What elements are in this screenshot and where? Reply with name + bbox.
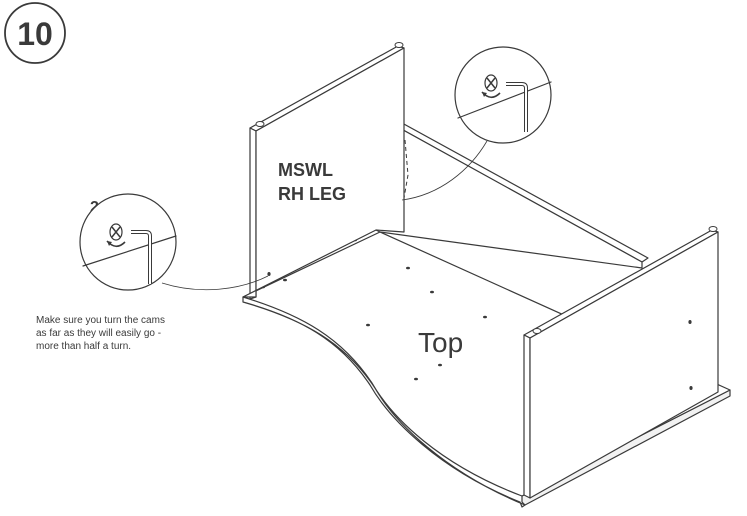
callout-surface-line bbox=[82, 235, 177, 267]
callout-circle bbox=[454, 46, 552, 144]
dowel-peg bbox=[532, 328, 542, 334]
rotate-arrow-icon bbox=[106, 240, 126, 248]
cam-detail-callout-top bbox=[401, 46, 552, 201]
part-name-label: MSWL bbox=[278, 160, 333, 180]
alignment-guide bbox=[403, 139, 409, 199]
callout-leader bbox=[161, 275, 269, 291]
cam-lock-icon bbox=[109, 223, 123, 241]
right-leg-face bbox=[529, 231, 719, 499]
cam-hole bbox=[689, 386, 693, 390]
right-leg-front-edge bbox=[523, 334, 531, 499]
allen-key-icon bbox=[506, 82, 528, 132]
cam-lock-icon bbox=[484, 74, 498, 92]
cam-hole bbox=[267, 272, 271, 276]
dowel-peg bbox=[255, 121, 265, 127]
note-line-1: Make sure you turn the cams bbox=[36, 315, 165, 326]
callout-leader bbox=[401, 140, 488, 201]
note-line-2: as far as they will easily go - bbox=[36, 328, 161, 339]
dowel-peg bbox=[708, 226, 718, 232]
left-leg-front-edge bbox=[249, 127, 257, 300]
rotate-arrow-icon bbox=[481, 91, 501, 99]
part-sub-label: RH LEG bbox=[278, 184, 346, 204]
top-label: Top bbox=[418, 327, 463, 358]
step-circle bbox=[4, 2, 66, 64]
dowel-peg bbox=[394, 42, 404, 48]
right-leg-panel bbox=[523, 226, 719, 499]
callout-surface-line bbox=[457, 81, 552, 119]
cam-hole bbox=[688, 320, 692, 324]
step-number: 10 bbox=[17, 16, 53, 52]
allen-key-icon bbox=[131, 230, 152, 284]
step-badge: 10 bbox=[4, 2, 66, 64]
left-leg-face bbox=[242, 47, 405, 298]
instruction-note: Make sure you turn the cams as far as th… bbox=[36, 315, 165, 352]
cam-detail-callout-left: 2x bbox=[79, 193, 269, 291]
note-line-3: more than half a turn. bbox=[36, 341, 131, 352]
left-leg-panel: MSWL RH LEG bbox=[242, 42, 405, 300]
callout-circle bbox=[79, 193, 177, 291]
